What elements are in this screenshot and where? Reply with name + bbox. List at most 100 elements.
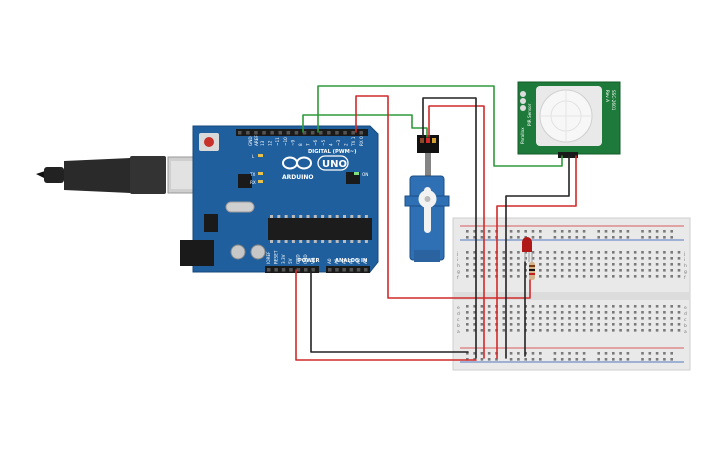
pir-label-b: Parallax <box>520 127 525 144</box>
header-pin <box>274 268 278 272</box>
breadboard-row-letter: a <box>457 330 460 335</box>
header-pin <box>286 131 291 135</box>
l-label: L <box>252 154 255 159</box>
breadboard-row-letter: a <box>684 330 687 335</box>
power-pin-label: RESET <box>273 250 278 264</box>
power-pin-label: 3.3V <box>281 254 286 264</box>
header-pin <box>238 131 242 135</box>
digital-label: DIGITAL (PWM~) <box>308 149 356 155</box>
wire-black-servo-gnd <box>422 97 477 359</box>
breadboard-row-letter: d <box>684 311 687 317</box>
rx-label: RX <box>250 180 256 185</box>
wire-red-servo-power <box>428 105 485 359</box>
digital-pin-label: 12 <box>268 140 273 146</box>
header-pin <box>296 268 301 272</box>
usb-cable-icon <box>36 156 209 194</box>
pir-label-c: Rev A <box>605 90 610 102</box>
breadboard-row-letter: g <box>457 270 460 275</box>
header-pin <box>356 268 361 272</box>
pir-dome-icon <box>539 89 593 143</box>
header-pin <box>281 268 286 272</box>
pir-model: SSC-2601 <box>611 90 616 111</box>
resistor <box>529 252 535 280</box>
header-pin <box>304 268 308 272</box>
header-pin <box>335 268 339 272</box>
digital-pin-label: 4 <box>328 143 333 146</box>
header-pin <box>343 131 347 135</box>
header-pin <box>335 131 339 135</box>
digital-pin-label: ~5 <box>321 139 326 146</box>
power-label: POWER <box>298 258 319 264</box>
servo-motor <box>404 135 450 262</box>
wire-red-pin2 <box>355 95 531 299</box>
header-pin <box>351 131 355 135</box>
power-jack <box>180 240 214 266</box>
tx-label: TX <box>249 172 256 177</box>
arduino-board: DIGITAL (PWM~) GND AREF L TX RX ON POWER… <box>180 125 379 273</box>
analog-pin-label: A2 <box>341 258 346 264</box>
header-pin <box>270 131 274 135</box>
analog-label: ANALOG IN <box>335 258 367 264</box>
header-pin <box>294 131 299 135</box>
breadboard-row-letter: h <box>684 263 687 269</box>
wire-black-pir-gnd <box>505 155 570 359</box>
header-pin <box>311 268 315 272</box>
header-pin <box>262 131 266 135</box>
wire-red-pir-power <box>496 155 577 359</box>
digital-pin-label: ~6 <box>313 139 318 146</box>
breadboard-row-letter: b <box>684 323 687 329</box>
breadboard-row-letter: f <box>457 275 459 281</box>
model-label: UNO <box>322 159 347 170</box>
header-pin <box>310 131 315 135</box>
header-pin <box>319 131 323 135</box>
digital-pin-label: ~3 <box>336 139 341 146</box>
header-pin <box>254 131 258 135</box>
power-pin-label: 5V <box>288 258 293 264</box>
digital-pin-label: 7 <box>306 143 311 146</box>
servo-horn-icon <box>418 187 437 233</box>
pir-label-a: PIR Sensor <box>527 103 532 126</box>
pir-sensor: PIR Sensor Parallax SSC-2601 Rev A <box>517 81 621 158</box>
power-pin-label: GND <box>303 254 308 264</box>
header-pin <box>289 268 293 272</box>
digital-pin-label: ~11 <box>275 137 280 146</box>
infinity-logo-icon <box>282 156 312 170</box>
wire-black-gnd <box>310 269 469 353</box>
brand-label: ARDUINO <box>282 174 313 181</box>
power-pin-label: Vin <box>310 257 315 264</box>
analog-header <box>326 266 370 273</box>
header-pin <box>327 131 331 135</box>
analog-pin-label: A3 <box>349 258 354 264</box>
gnd-label: GND <box>248 136 253 146</box>
analog-pin-label: A0 <box>327 258 332 264</box>
header-pin <box>267 268 271 272</box>
breadboard-row-letter: f <box>684 275 686 281</box>
breadboard-row-letter: d <box>457 311 460 317</box>
on-label: ON <box>362 172 368 177</box>
wire-red-5v <box>295 269 477 361</box>
analog-pin-label: A1 <box>334 258 339 264</box>
digital-pin-label: TX 1 <box>351 136 356 147</box>
breadboard-row-letter: c <box>457 318 460 323</box>
analog-pin-label: A5 <box>363 258 368 264</box>
power-pin-label: GND <box>296 254 301 264</box>
digital-pin-label: 2 <box>344 143 349 146</box>
breadboard-row-letter: e <box>457 306 460 311</box>
wire-green-pir <box>317 85 563 167</box>
aref-label: AREF <box>254 135 259 146</box>
header-pin <box>278 131 282 135</box>
header-pin <box>364 268 368 272</box>
header-pin <box>342 268 346 272</box>
breadboard-row-letter: g <box>684 270 687 275</box>
digital-pin-label: 13 <box>260 140 265 146</box>
header-pin <box>359 131 363 135</box>
analog-pin-label: A4 <box>356 258 361 264</box>
digital-pin-label: ~9 <box>290 139 295 146</box>
digital-header <box>236 129 368 136</box>
header-pin <box>349 268 354 272</box>
digital-pin-label: RX 0 <box>359 136 364 146</box>
breadboard-row-letter: i <box>457 257 458 263</box>
digital-pin-label: 8 <box>298 143 303 146</box>
